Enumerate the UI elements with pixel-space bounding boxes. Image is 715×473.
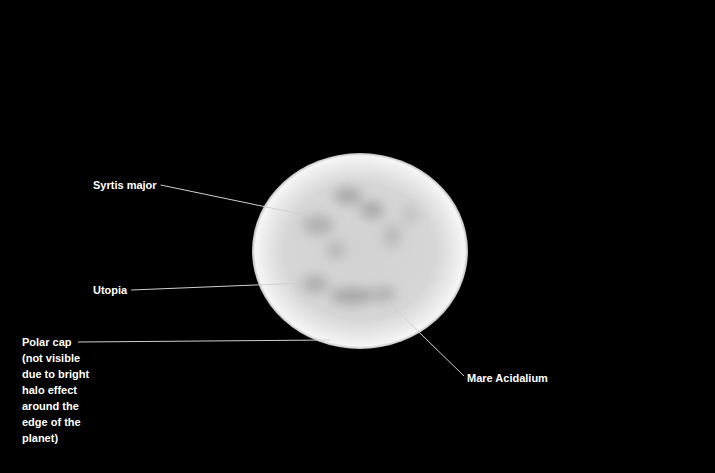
- planet-disc: [252, 153, 468, 349]
- feature-label: Syrtis major: [93, 177, 157, 193]
- leader-line: [161, 185, 300, 214]
- surface-features: [301, 188, 418, 305]
- feature-label: Polar cap (not visible due to bright hal…: [22, 334, 92, 446]
- feature-label: Mare Acidalium: [467, 370, 548, 386]
- leader-line: [131, 283, 305, 290]
- leader-line: [386, 300, 464, 376]
- feature-label: Utopia: [93, 282, 127, 298]
- leader-lines: [78, 185, 464, 376]
- leader-line: [78, 340, 330, 342]
